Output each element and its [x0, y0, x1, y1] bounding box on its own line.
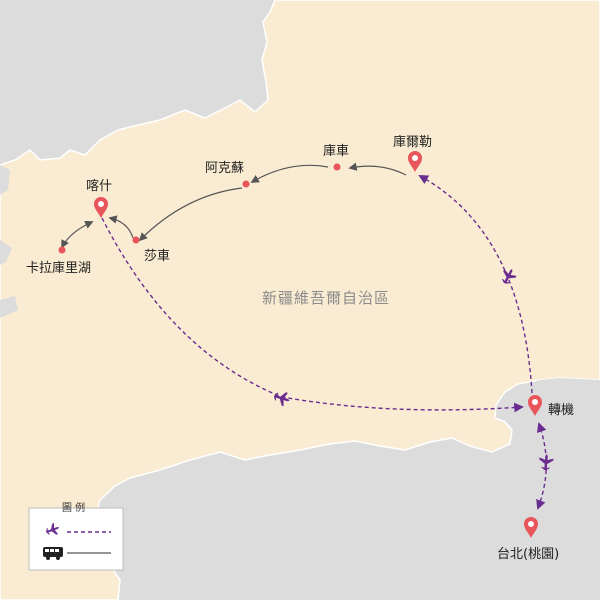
place-dot-kuqa [333, 163, 341, 171]
bus-routes [61, 162, 407, 249]
place-label-kashgar: 喀什 [86, 178, 112, 194]
bus-icon [43, 547, 63, 560]
place-label-korla: 庫爾勒 [393, 135, 432, 150]
legend-title: 圖 例 [62, 501, 85, 514]
place-dot-aksu [242, 180, 250, 188]
place-label-taipei: 台北(桃園) [497, 547, 559, 562]
place-label-karakul: 卡拉庫里湖 [26, 261, 91, 276]
legend-item-flight [44, 521, 111, 538]
place-label-aksu: 阿克蘇 [205, 161, 244, 176]
legend-item-bus [43, 547, 111, 560]
place-dot-karakul [58, 246, 66, 254]
legend-box [28, 507, 124, 571]
legend: 圖 例 [28, 501, 124, 571]
place-dot-shache [132, 236, 140, 244]
west-border-notch [0, 165, 18, 318]
place-label-kuqa: 庫車 [323, 144, 349, 159]
east-border-edge [514, 378, 600, 396]
bus-route-korla-kuqa [348, 162, 407, 176]
bus-route-kuqa-aksu [250, 164, 329, 183]
bus-route-shache-kashgar [108, 215, 134, 239]
region-label: 新疆維吾爾自治區 [262, 289, 390, 307]
bus-route-aksu-shache [138, 187, 243, 242]
flight-route-transfer-korla [418, 175, 533, 394]
bus-route-kashgar-karakul [61, 220, 94, 249]
place-label-shache: 莎車 [144, 249, 170, 264]
place-label-transfer: 轉機 [548, 403, 574, 418]
